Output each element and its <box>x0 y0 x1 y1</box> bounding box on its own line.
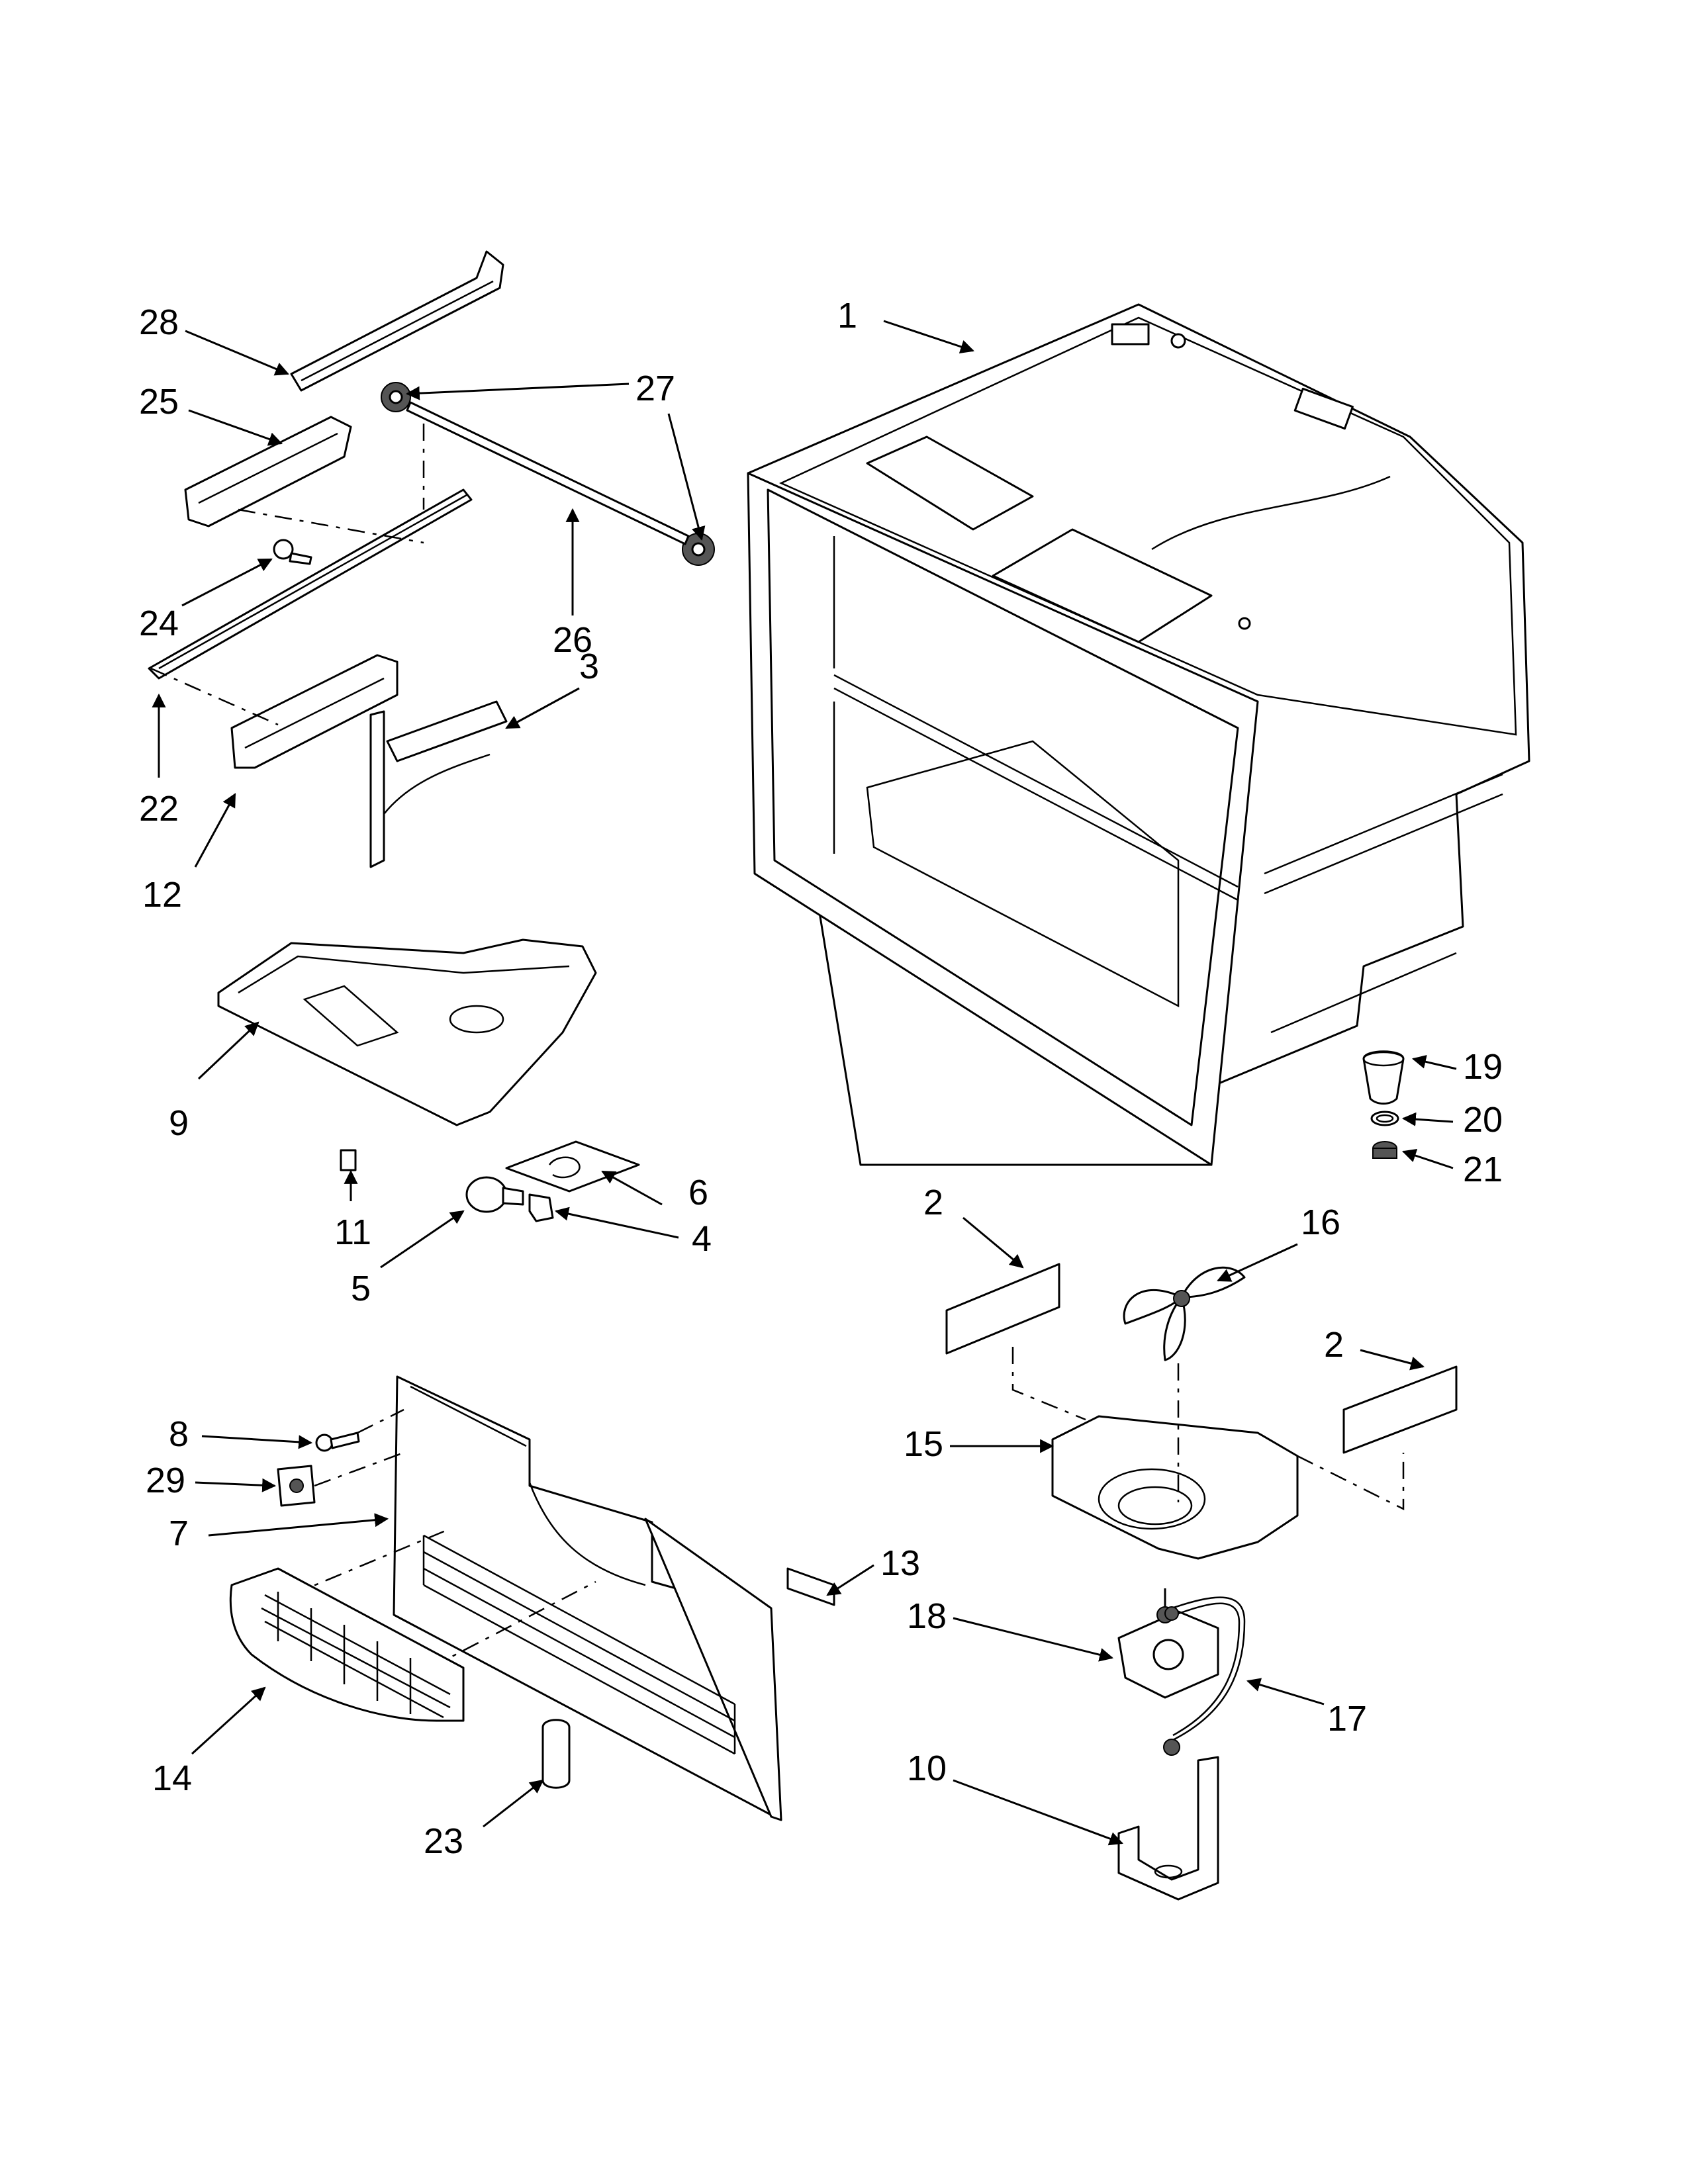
callout-6: 6 <box>688 1173 708 1212</box>
part-fan-motor <box>1117 1588 1219 1699</box>
callout-18: 18 <box>907 1596 947 1636</box>
part-insulation-pad-left <box>945 1263 1060 1355</box>
part-drain-ring <box>1370 1111 1399 1126</box>
part-wire-harness <box>1163 1596 1246 1756</box>
part-axle-shaft <box>406 401 690 545</box>
guide-line <box>430 1580 596 1669</box>
callout-7: 7 <box>169 1514 189 1553</box>
guide-line <box>238 508 424 544</box>
guide-line <box>291 1527 451 1596</box>
part-slide-rail-top <box>290 250 504 392</box>
callout-4: 4 <box>692 1219 712 1259</box>
part-screw-8 <box>315 1432 360 1452</box>
part-bulb-socket <box>528 1193 554 1222</box>
callout-20: 20 <box>1463 1100 1503 1140</box>
part-light-bulb <box>465 1176 524 1213</box>
part-motor-bracket <box>1117 1756 1219 1901</box>
callout-13: 13 <box>880 1543 920 1583</box>
part-foam-strip <box>786 1567 835 1606</box>
callout-10: 10 <box>907 1749 947 1788</box>
part-label-sheet <box>505 1140 640 1193</box>
callout-5: 5 <box>351 1269 371 1308</box>
part-switch <box>340 1149 357 1171</box>
callout-16: 16 <box>1301 1203 1340 1242</box>
part-clip <box>541 1719 571 1789</box>
guide-line <box>314 1451 404 1487</box>
callout-15: 15 <box>904 1424 943 1464</box>
callout-27: 27 <box>635 369 675 408</box>
callout-22: 22 <box>139 789 179 829</box>
callout-24: 24 <box>139 604 179 643</box>
callout-11: 11 <box>334 1212 371 1252</box>
part-drain-trough <box>1362 1050 1405 1105</box>
callout-8: 8 <box>169 1414 189 1454</box>
part-vent-grille <box>229 1567 465 1722</box>
callout-23: 23 <box>424 1821 463 1861</box>
callout-14: 14 <box>152 1758 192 1798</box>
callout-17: 17 <box>1327 1699 1367 1739</box>
guide-line <box>1011 1347 1086 1421</box>
callout-29: 29 <box>146 1461 185 1500</box>
part-fan-shroud <box>1051 1415 1299 1560</box>
guide-line <box>1297 1453 1405 1511</box>
part-screw-24 <box>273 539 312 565</box>
part-gear-right <box>682 533 715 566</box>
part-freezer-liner <box>747 303 1530 1166</box>
guide-line <box>150 667 279 726</box>
callout-12: 12 <box>142 875 182 915</box>
part-thermostat <box>277 1465 316 1507</box>
part-rail-bracket-lower <box>230 654 399 769</box>
callout-19: 19 <box>1463 1047 1503 1087</box>
callout-1: 1 <box>837 296 857 336</box>
callout-28: 28 <box>139 302 179 342</box>
part-gear-left <box>381 382 411 412</box>
callout-25: 25 <box>139 382 179 422</box>
part-insulation-pad-right <box>1342 1365 1458 1454</box>
callout-2-left: 2 <box>923 1183 943 1222</box>
part-rear-panel <box>393 1375 782 1821</box>
part-fan-blade <box>1123 1266 1246 1361</box>
part-light-housing <box>217 938 597 1126</box>
callout-2-right: 2 <box>1324 1325 1344 1365</box>
callout-3: 3 <box>579 647 599 686</box>
part-drain-plug <box>1372 1141 1397 1159</box>
callout-9: 9 <box>169 1103 189 1143</box>
part-rail-bracket-upper <box>184 416 352 527</box>
callout-21: 21 <box>1463 1150 1503 1189</box>
part-mounting-bracket <box>369 700 508 868</box>
guide-line <box>357 1408 404 1434</box>
leader-lines <box>152 320 1457 1846</box>
callout-26: 26 <box>553 620 592 660</box>
callout-labels: 1 2 2 3 4 5 6 7 8 9 10 11 12 13 14 15 16… <box>139 296 1503 1861</box>
